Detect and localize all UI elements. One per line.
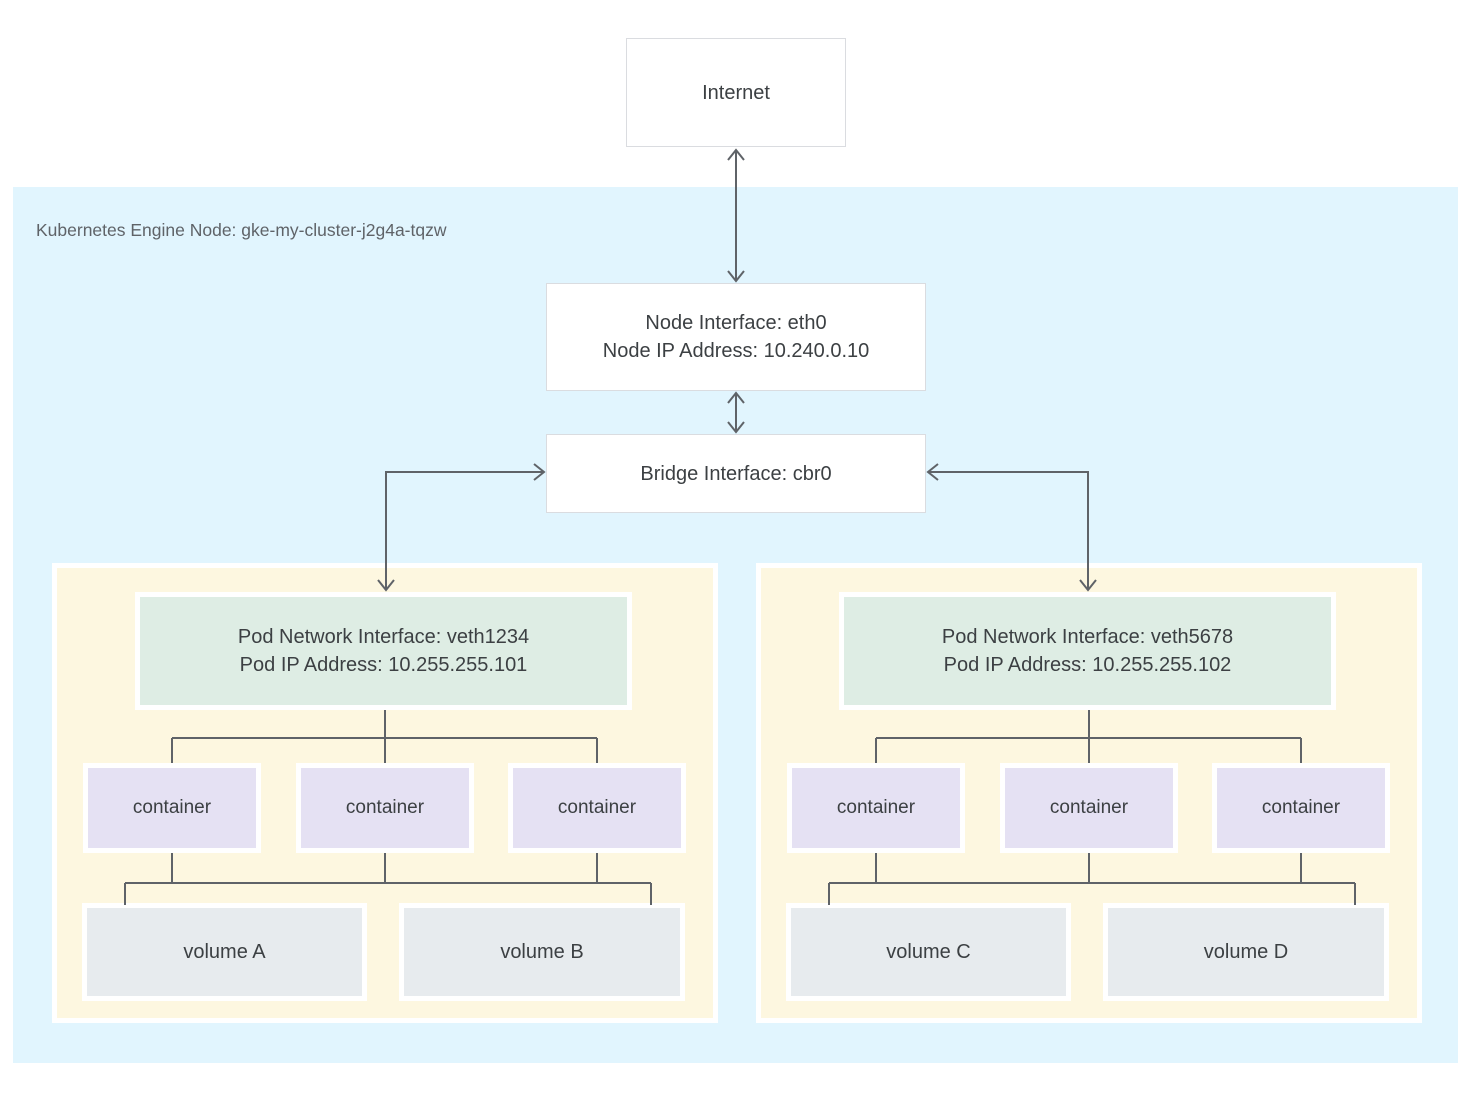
pod-2-interface-line1: Pod Network Interface: veth5678 [941, 626, 1234, 648]
pod-1-network-interface-box: Pod Network Interface: veth1234 Pod IP A… [135, 592, 632, 710]
container-label: container [1261, 797, 1341, 818]
pod-2-network-interface-box: Pod Network Interface: veth5678 Pod IP A… [839, 592, 1336, 710]
volume-label: volume D [1203, 941, 1289, 963]
pod-1-container-1: container [83, 763, 261, 853]
pod-2-volume-d: volume D [1103, 903, 1389, 1001]
kubernetes-node-label: Kubernetes Engine Node: gke-my-cluster-j… [36, 220, 447, 240]
pod-1-interface-line1: Pod Network Interface: veth1234 [237, 626, 530, 648]
volume-label: volume A [183, 941, 266, 963]
container-label: container [836, 797, 916, 818]
container-label: container [557, 797, 637, 818]
bridge-interface-label: Bridge Interface: cbr0 [640, 462, 832, 485]
pod-1-volume-a: volume A [82, 903, 367, 1001]
pod-1-container-2: container [296, 763, 474, 853]
internet-label: Internet [702, 81, 770, 104]
pod-1-volume-b: volume B [399, 903, 685, 1001]
node-interface-line1: Node Interface: eth0 [645, 312, 827, 334]
pod-2-volume-c: volume C [786, 903, 1071, 1001]
volume-label: volume C [886, 941, 971, 963]
internet-box: Internet [626, 38, 846, 147]
node-interface-box: Node Interface: eth0 Node IP Address: 10… [546, 283, 926, 391]
volume-label: volume B [500, 941, 584, 963]
pod-2-container-2: container [1000, 763, 1178, 853]
bridge-interface-box: Bridge Interface: cbr0 [546, 434, 926, 513]
node-interface-line2: Node IP Address: 10.240.0.10 [602, 340, 870, 362]
container-label: container [345, 797, 425, 818]
pod-1-container-3: container [508, 763, 686, 853]
pod-2-interface-line2: Pod IP Address: 10.255.255.102 [943, 654, 1232, 676]
pod-2-container-1: container [787, 763, 965, 853]
pod-1-interface-line2: Pod IP Address: 10.255.255.101 [239, 654, 528, 676]
pod-2-container-3: container [1212, 763, 1390, 853]
container-label: container [1049, 797, 1129, 818]
container-label: container [132, 797, 212, 818]
